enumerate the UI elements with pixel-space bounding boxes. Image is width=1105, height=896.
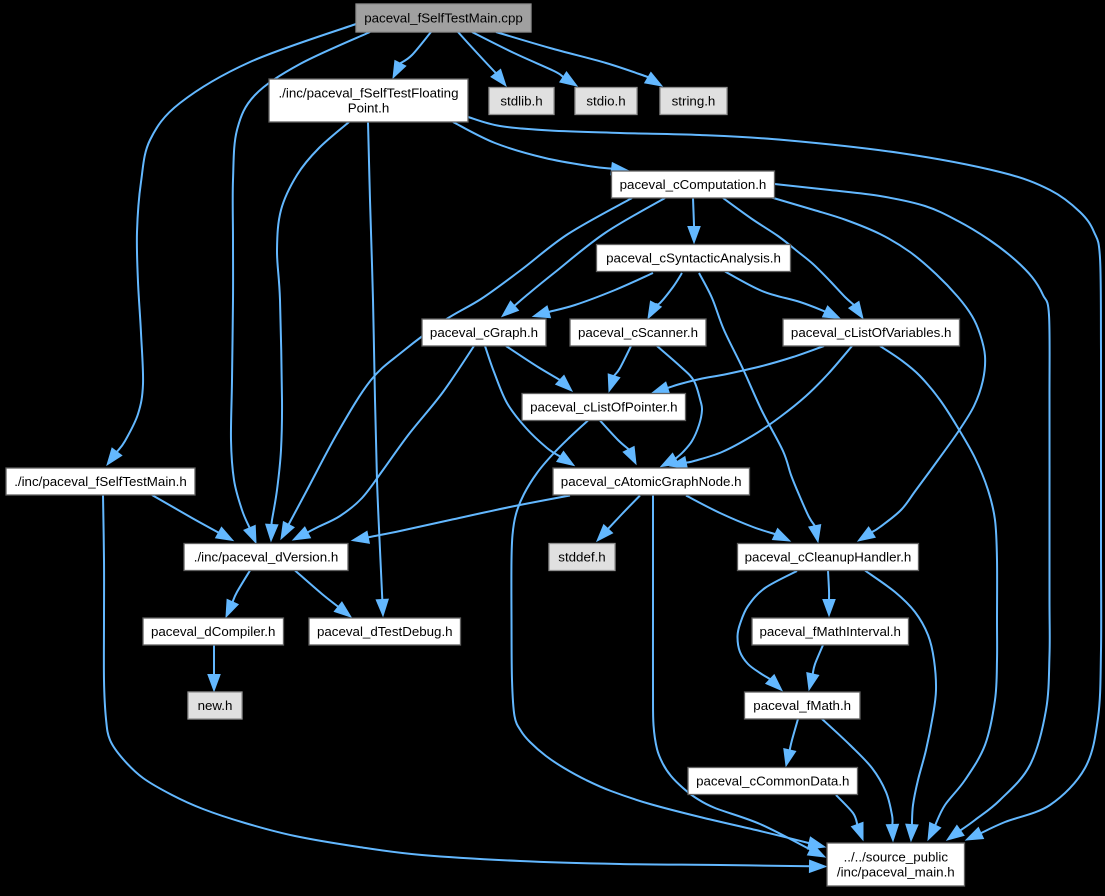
svg-text:stdio.h: stdio.h [586,94,625,109]
svg-text:paceval_fSelfTestMain.cpp: paceval_fSelfTestMain.cpp [364,11,523,26]
svg-text:paceval_cScanner.h: paceval_cScanner.h [578,325,698,340]
svg-text:/inc/paceval_main.h: /inc/paceval_main.h [837,865,955,880]
svg-text:../../source_public: ../../source_public [844,850,949,865]
svg-text:paceval_fMathInterval.h: paceval_fMathInterval.h [759,624,901,639]
svg-text:./inc/paceval_dVersion.h: ./inc/paceval_dVersion.h [194,550,338,565]
svg-text:./inc/paceval_fSelfTestFloatin: ./inc/paceval_fSelfTestFloating [278,86,458,101]
svg-text:paceval_cCleanupHandler.h: paceval_cCleanupHandler.h [745,550,912,565]
svg-text:paceval_cCommonData.h: paceval_cCommonData.h [696,774,849,789]
svg-text:string.h: string.h [672,94,716,109]
svg-text:paceval_cGraph.h: paceval_cGraph.h [430,325,538,340]
svg-text:Point.h: Point.h [348,101,390,116]
svg-text:paceval_cListOfVariables.h: paceval_cListOfVariables.h [791,325,952,340]
svg-text:paceval_cSyntacticAnalysis.h: paceval_cSyntacticAnalysis.h [606,251,781,266]
svg-text:paceval_fMath.h: paceval_fMath.h [753,698,851,713]
svg-text:paceval_cComputation.h: paceval_cComputation.h [620,177,767,192]
svg-text:stddef.h: stddef.h [558,550,605,565]
svg-text:paceval_cListOfPointer.h: paceval_cListOfPointer.h [530,400,677,415]
svg-text:paceval_cAtomicGraphNode.h: paceval_cAtomicGraphNode.h [561,474,742,489]
svg-text:new.h: new.h [198,698,233,713]
svg-text:paceval_dCompiler.h: paceval_dCompiler.h [151,624,275,639]
svg-text:./inc/paceval_fSelfTestMain.h: ./inc/paceval_fSelfTestMain.h [14,474,187,489]
svg-text:stdlib.h: stdlib.h [500,94,542,109]
svg-text:paceval_dTestDebug.h: paceval_dTestDebug.h [317,624,453,639]
